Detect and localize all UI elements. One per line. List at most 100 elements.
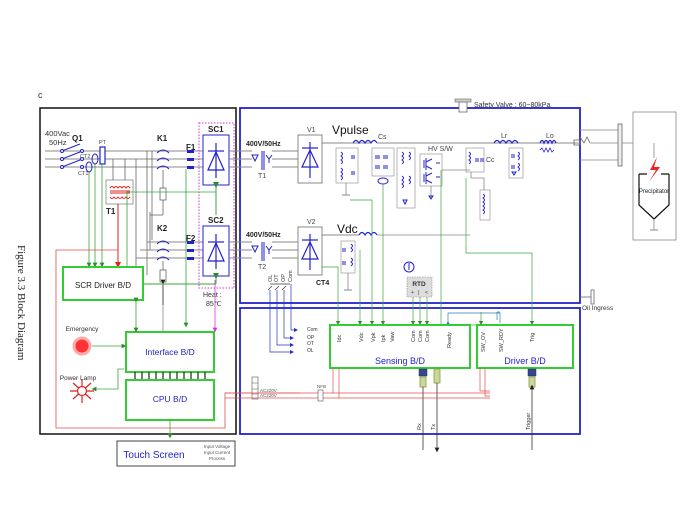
hv-bushing-icon xyxy=(573,136,591,146)
sensing-input-vaw: Vaw xyxy=(390,332,396,342)
scr-driver-board xyxy=(62,266,144,301)
sensing-input-com-3: Com xyxy=(425,330,431,342)
status-switch-wires xyxy=(269,284,299,355)
tx-label: Tx xyxy=(431,424,437,430)
touch-screen-info-3: Process xyxy=(209,456,226,461)
v2-label: V2 xyxy=(307,219,316,226)
sensing-connector-tx[interactable] xyxy=(433,368,441,384)
sc1-label: SC1 xyxy=(208,125,224,134)
dc-transformer-label: T2 xyxy=(258,264,266,271)
nfb-label: NFB xyxy=(317,384,326,389)
cc-label: Cc xyxy=(486,157,495,164)
precipitator-label: Precipitator xyxy=(639,189,669,195)
pulse-transformer-rating: 400V/50Hz xyxy=(246,141,281,148)
rtd-label: RTD xyxy=(412,281,426,288)
thyristor-sc1-icon xyxy=(207,143,225,178)
k2-coil xyxy=(159,269,167,283)
driver-input-sw-rdy: SW_RDY xyxy=(499,328,505,352)
scr-heat-enclosure xyxy=(198,122,235,289)
pulse-filter-icon xyxy=(340,151,355,181)
sensing-board-label: Sensing B/D xyxy=(375,356,426,366)
rectifier-v1-icon xyxy=(301,142,319,178)
breaker-label: Q1 xyxy=(72,134,83,143)
f1-label: F1 xyxy=(186,143,196,152)
vpulse-title: Vpulse xyxy=(332,123,369,137)
rtd-pin-2: | xyxy=(418,290,419,296)
k1-label: K1 xyxy=(157,134,168,143)
safety-valve-icon xyxy=(454,98,472,113)
interface-board xyxy=(125,331,215,373)
duct-flange xyxy=(617,123,623,167)
nfb-breaker[interactable] xyxy=(317,389,324,402)
oil-ingress-icon xyxy=(580,289,595,305)
ct1-label: CT1 xyxy=(78,171,88,177)
pulse-transformer-label: T1 xyxy=(258,173,266,180)
driver-input-labels: SW_OV SW_RDY Trig xyxy=(481,328,536,352)
driver-board-label: Driver B/D xyxy=(504,356,546,366)
emergency-stop-button[interactable] xyxy=(72,336,92,356)
power-lamp-label: Power Lamp xyxy=(60,375,97,382)
fuse-f1-icon xyxy=(187,150,194,169)
sensing-status-ol: OL xyxy=(307,348,314,354)
lo-label: Lo xyxy=(546,133,554,140)
driver-board xyxy=(476,324,574,369)
output-filter-bank xyxy=(508,147,524,179)
fuse-f2-icon xyxy=(187,241,194,260)
sensing-input-ipk: Ipk xyxy=(381,334,387,342)
dc-transformer-rating: 400V/50Hz xyxy=(246,232,281,239)
pulse-feed-lines xyxy=(229,150,298,168)
ct2-label: CT2 xyxy=(80,154,90,160)
sensing-connector-rx[interactable] xyxy=(418,368,428,388)
k2-label: K2 xyxy=(157,224,168,233)
oil-ingress-label: Oil Ingress xyxy=(582,305,614,312)
heat-label-line1: Heat : xyxy=(203,292,222,299)
lr-label: Lr xyxy=(501,133,508,140)
rtd-pin-1: + xyxy=(411,290,414,296)
output-resistor-icon xyxy=(539,147,555,153)
switch-ol-label: OL xyxy=(268,275,274,282)
corner-mark: c xyxy=(38,90,43,100)
cpu-board-label: CPU B/D xyxy=(153,394,187,404)
control-taps xyxy=(112,151,153,280)
terminal-block xyxy=(251,376,259,400)
cpu-board xyxy=(125,379,215,421)
driver-input-trig: Trig xyxy=(530,333,536,342)
supply-voltage-label: 400Vac xyxy=(45,129,70,138)
vdc-title: Vdc xyxy=(337,222,358,236)
v1-label: V1 xyxy=(307,127,316,134)
heat-label-line2: 85℃ xyxy=(206,301,222,308)
output-inductor-lo-icon xyxy=(539,139,557,145)
breaker-q1-icon xyxy=(60,143,84,169)
figure-caption: Figure 3.3 Block Diagram xyxy=(15,245,27,361)
sensing-status-op: OP xyxy=(307,335,315,341)
rx-label: Rx xyxy=(417,423,423,430)
touch-screen-label: Touch Screen xyxy=(123,450,184,461)
f2-label: F2 xyxy=(186,234,196,243)
contactor-k1-icon xyxy=(156,149,170,170)
pulse-filter-bank xyxy=(335,147,359,184)
trigger-label: Trigger xyxy=(526,413,532,430)
touch-screen[interactable] xyxy=(116,440,236,467)
dc-inductor-icon xyxy=(358,231,378,237)
sensing-input-labels: Idc Vdc Vpk Ipk Vaw Com Com Com Ready xyxy=(337,330,453,348)
driver-input-sw-ov: SW_OV xyxy=(481,332,487,352)
rectifier-v2-icon xyxy=(301,234,319,270)
pt-label: PT xyxy=(99,140,107,146)
pulse-transformer-icon xyxy=(251,151,273,170)
bias-inductor-bank xyxy=(479,189,491,221)
storage-capacitor-icon xyxy=(375,155,388,169)
rtd-block xyxy=(406,276,433,298)
sensing-input-vdc: Vdc xyxy=(359,332,365,342)
reactor-lr-icon xyxy=(493,139,519,145)
sensing-input-com-1: Com xyxy=(411,330,417,342)
interface-cpu-bus xyxy=(134,372,206,380)
pulse-inductor-icon xyxy=(352,139,378,145)
snubber-icon xyxy=(401,151,411,206)
driver-connector-trigger[interactable] xyxy=(527,368,537,388)
scr-driver-label: SCR Driver B/D xyxy=(75,281,131,290)
output-filter-icon xyxy=(511,151,520,176)
dc-feed-lines xyxy=(229,241,298,259)
safety-valve-label: Safety Valve : 60~80kPa xyxy=(474,102,550,109)
hv-switch xyxy=(419,153,443,187)
